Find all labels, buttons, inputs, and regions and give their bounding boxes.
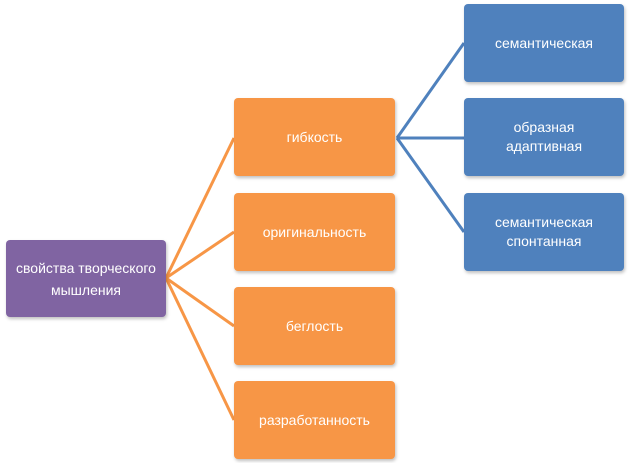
node-razrabotannost: разработанность — [234, 381, 395, 459]
node-semanticheskaya-spontannaya: семантическая спонтанная — [464, 193, 624, 271]
connector-root-to-razrabotannost — [164, 277, 236, 421]
root-node-creative-thinking-properties: свойства творческого мышления — [6, 240, 166, 317]
root-node-label: свойства творческого мышления — [16, 259, 156, 298]
node-semanticheskaya: семантическая — [464, 4, 624, 82]
node-originalnost: оригинальность — [234, 193, 395, 271]
connector-gibkost-to-spontannaya — [395, 137, 466, 233]
node-razrabotannost-label: разработанность — [259, 411, 370, 428]
node-semanticheskaya-label: семантическая — [494, 34, 594, 51]
node-obraznaya-adaptivnaya-label: образная адаптивная — [505, 119, 583, 154]
node-beglost: беглость — [234, 287, 395, 365]
connector-gibkost-to-semanticheskaya — [395, 42, 466, 139]
node-obraznaya-adaptivnaya: образная адаптивная — [464, 98, 624, 176]
connector-root-to-originalnost — [165, 230, 235, 280]
node-beglost-label: беглость — [285, 317, 344, 334]
node-gibkost: гибкость — [234, 98, 395, 176]
connector-root-to-beglost — [165, 276, 235, 328]
node-originalnost-label: оригинальность — [262, 223, 367, 240]
node-gibkost-label: гибкость — [286, 128, 343, 145]
connector-root-to-gibkost — [164, 137, 236, 279]
node-semanticheskaya-spontannaya-label: семантическая спонтанная — [494, 214, 594, 249]
